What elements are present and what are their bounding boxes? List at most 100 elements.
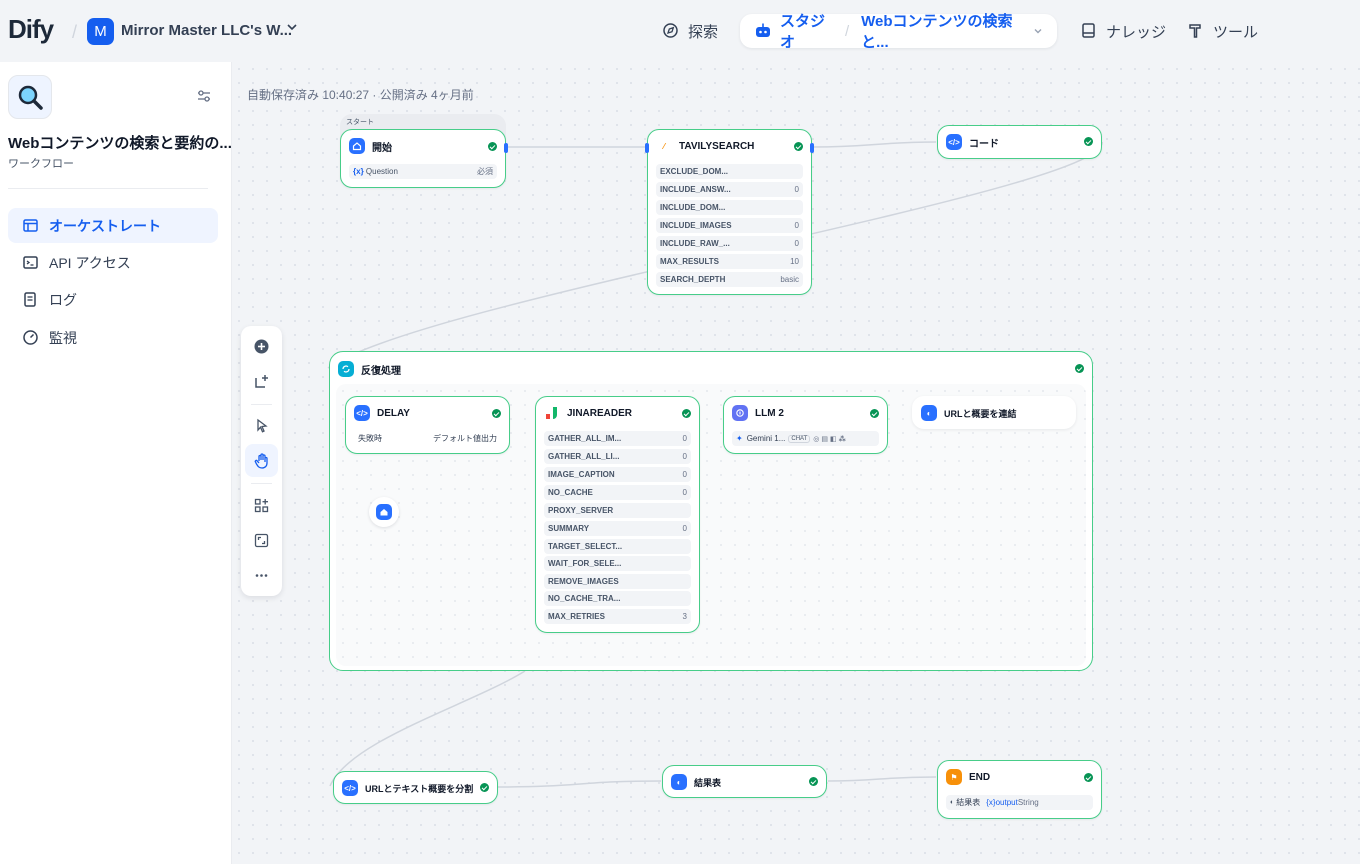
add-node-icon[interactable] <box>245 330 278 363</box>
fail-branch-row: 失敗時 デフォルト値出力 <box>358 434 497 443</box>
node-jinareader[interactable]: JINAREADER GATHER_ALL_IM...0 GATHER_ALL_… <box>535 396 700 633</box>
settings-sliders-icon[interactable] <box>196 88 212 109</box>
app-sidebar: Webコンテンツの検索と要約の... ワークフロー オーケストレート API ア… <box>0 62 232 864</box>
pointer-icon[interactable] <box>245 409 278 442</box>
param-row: PROXY_SERVER <box>544 503 691 518</box>
workspace-name[interactable]: Mirror Master LLC's W... <box>121 22 293 39</box>
param-row: WAIT_FOR_SELE... <box>544 556 691 571</box>
success-check-icon <box>1084 773 1093 782</box>
mode-badge: CHAT <box>788 434 811 443</box>
hand-icon[interactable] <box>245 444 278 477</box>
code-icon: </> <box>342 780 358 796</box>
node-title: TAVILYSEARCH <box>679 140 755 152</box>
param-row: NO_CACHE_TRA... <box>544 591 691 606</box>
node-title: コード <box>969 138 999 150</box>
home-icon <box>349 138 365 154</box>
book-icon <box>1080 22 1098 40</box>
success-check-icon <box>682 409 691 418</box>
terminal-icon <box>22 254 39 271</box>
start-group-label: スタート <box>346 119 374 126</box>
home-icon <box>376 504 392 520</box>
more-icon[interactable] <box>245 559 278 592</box>
template-icon: ◐ <box>921 405 937 421</box>
flag-icon: ⚑ <box>946 769 962 785</box>
fit-view-icon[interactable] <box>245 524 278 557</box>
param-row: INCLUDE_DOM... <box>656 200 803 215</box>
code-icon: </> <box>946 134 962 150</box>
node-title: 開始 <box>372 142 392 154</box>
chevron-down-icon[interactable] <box>286 21 298 36</box>
success-check-icon <box>1075 364 1084 373</box>
jina-icon <box>544 405 560 421</box>
param-row: GATHER_ALL_LI...0 <box>544 449 691 464</box>
file-list-icon <box>22 291 39 308</box>
node-split[interactable]: </> URLとテキスト概要を分割 <box>333 771 498 804</box>
current-app-name[interactable]: Webコンテンツの検索と... <box>861 13 1013 51</box>
chevron-down-icon[interactable] <box>1033 23 1043 40</box>
loop-icon <box>338 361 354 377</box>
node-result[interactable]: ◐ 結果表 <box>662 765 827 798</box>
node-llm[interactable]: LLM 2 ✦ Gemini 1... CHAT ◎▤◧⁂ <box>723 396 888 454</box>
input-handle[interactable] <box>645 143 649 153</box>
node-title: URLと概要を連結 <box>944 408 1017 419</box>
sidebar-item-orchestrate[interactable]: オーケストレート <box>8 208 218 243</box>
sidebar-item-api[interactable]: API アクセス <box>8 245 218 280</box>
sidebar-item-label: ログ <box>49 291 77 308</box>
dify-logo[interactable]: Dify <box>8 14 54 44</box>
layout-icon <box>22 217 39 234</box>
add-note-icon[interactable] <box>245 365 278 398</box>
success-check-icon <box>809 777 818 786</box>
output-handle[interactable] <box>504 143 508 153</box>
param-row: REMOVE_IMAGES <box>544 574 691 589</box>
nav-studio[interactable]: スタジオ / Webコンテンツの検索と... <box>740 13 1057 51</box>
success-check-icon <box>1084 137 1093 146</box>
node-code[interactable]: </> コード <box>937 125 1102 159</box>
nav-explore[interactable]: 探索 <box>662 14 718 48</box>
param-row: GATHER_ALL_IM...0 <box>544 431 691 446</box>
node-start[interactable]: 開始 {x} Question 必須 <box>340 129 508 188</box>
sidebar-item-label: 監視 <box>49 329 77 346</box>
success-check-icon <box>870 409 879 418</box>
tavily-icon: ⁄ <box>656 138 672 154</box>
header-separator: / <box>72 22 78 42</box>
divider <box>8 188 208 189</box>
sidebar-item-label: API アクセス <box>49 254 131 271</box>
sidebar-item-monitoring[interactable]: 監視 <box>8 320 218 355</box>
nav-knowledge-label: ナレッジ <box>1106 23 1167 41</box>
nav-knowledge[interactable]: ナレッジ <box>1080 14 1166 48</box>
llm-icon <box>732 405 748 421</box>
top-bar: Dify / M Mirror Master LLC's W... 探索 スタジ… <box>0 0 1360 62</box>
code-icon: </> <box>354 405 370 421</box>
compass-icon <box>662 22 680 40</box>
organize-blocks-icon[interactable] <box>245 489 278 522</box>
nav-studio-label: スタジオ <box>780 13 826 51</box>
node-concat[interactable]: ◐ URLと概要を連結 <box>912 396 1076 429</box>
sidebar-item-logs[interactable]: ログ <box>8 282 218 317</box>
nav-explore-label: 探索 <box>688 23 719 41</box>
param-row: INCLUDE_ANSW...0 <box>656 182 803 197</box>
gemini-icon: ✦ <box>736 434 743 443</box>
start-variable-row: {x} Question 必須 <box>349 164 497 179</box>
node-tavilysearch[interactable]: ⁄ TAVILYSEARCH EXCLUDE_DOM... INCLUDE_AN… <box>645 129 814 295</box>
node-delay[interactable]: </> DELAY 失敗時 デフォルト値出力 <box>345 396 510 454</box>
output-handle[interactable] <box>810 143 814 153</box>
success-check-icon <box>480 783 489 792</box>
iteration-start-node[interactable] <box>369 497 399 527</box>
node-title: END <box>969 771 991 783</box>
hammer-icon <box>1187 22 1205 40</box>
node-end[interactable]: ⚑ END ◐ 結果表 {x}output String <box>937 760 1102 819</box>
template-icon: ◐ <box>671 774 687 790</box>
success-check-icon <box>794 142 803 151</box>
app-type: ワークフロー <box>8 158 74 170</box>
nav-tools[interactable]: ツール <box>1187 14 1258 48</box>
workspace-avatar[interactable]: M <box>87 18 114 45</box>
sidebar-item-label: オーケストレート <box>49 217 161 234</box>
canvas-toolbar <box>241 326 282 596</box>
nav-tools-label: ツール <box>1213 23 1259 41</box>
param-row: TARGET_SELECT... <box>544 539 691 554</box>
